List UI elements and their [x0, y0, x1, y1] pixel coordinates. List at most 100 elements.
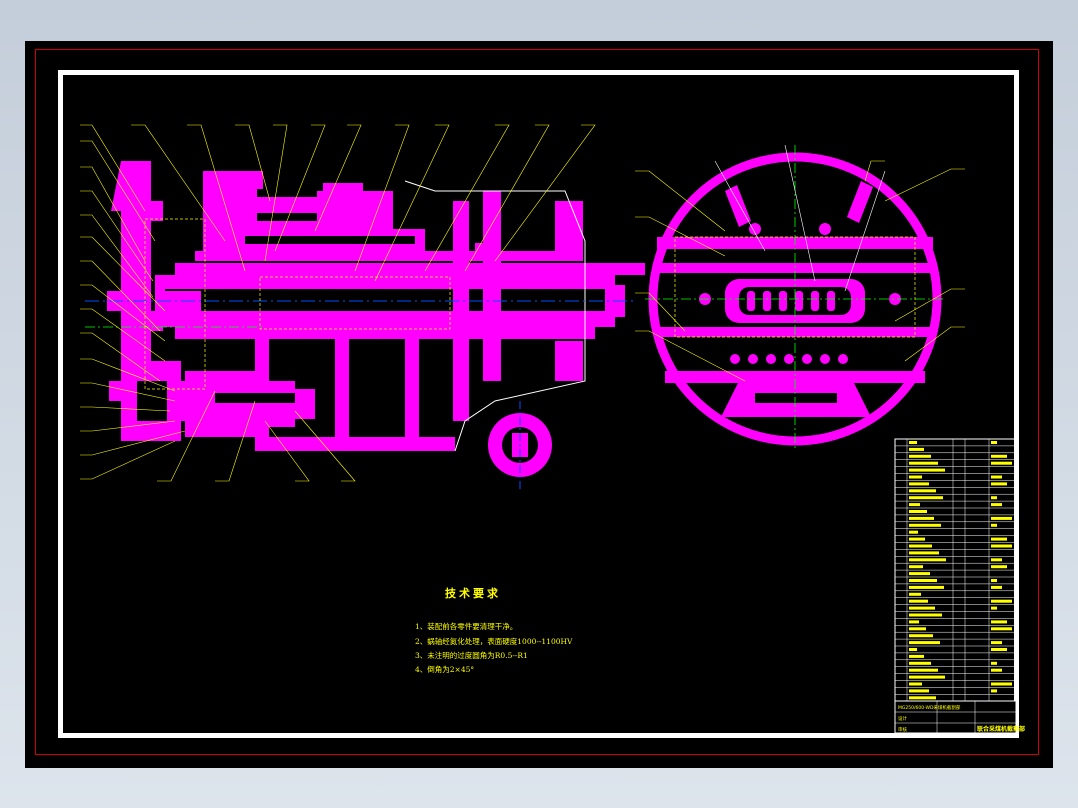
bom-cell-text: [909, 648, 917, 651]
lower-rib-1: [335, 339, 349, 449]
bom-cell-text: [909, 447, 924, 451]
bom-cell-text: [991, 441, 997, 444]
bom-cell-text: [991, 496, 997, 500]
bom-cell-text: [909, 544, 932, 548]
bom-cell-text: [909, 599, 928, 603]
bom-cell-text: [909, 689, 929, 693]
lower-gear-slot: [215, 393, 295, 403]
main-housing-top: [195, 243, 575, 261]
bom-cell-text: [909, 682, 922, 686]
bom-cell-text: [991, 689, 997, 693]
bom-cell-text: [909, 503, 920, 507]
bom-cell-text: [991, 461, 1012, 465]
bom-cell-text: [991, 537, 1007, 541]
lower-gear-housing: [185, 371, 315, 437]
bom-cell-text: [909, 668, 938, 672]
bom-cell-text: [909, 482, 929, 486]
bom-cell-text: [909, 565, 923, 569]
bom-cell-text: [909, 523, 941, 527]
lower-rib-2: [405, 339, 419, 449]
bom-cell-text: [991, 668, 1002, 672]
tech-requirement-item: 2、蜗轴经氮化处理，表面硬度1000--1100HV: [415, 636, 573, 646]
section-view: [85, 161, 645, 491]
bom-cell-text: [909, 585, 944, 589]
bom-cell-text: [909, 496, 943, 500]
bom-cell-text: [909, 516, 934, 520]
lower-rib-base: [255, 437, 455, 451]
drawing-sheet: 技术要求 1、装配前各零件要清理干净。 2、蜗轴经氮化处理，表面硬度1000--…: [25, 41, 1053, 768]
bom-cell-text: [909, 620, 919, 624]
bom-cell-text: [991, 620, 1007, 624]
bom-cell-text: [991, 661, 997, 665]
tech-requirements-title: 技术要求: [445, 586, 501, 600]
bom-cell-text: [909, 627, 926, 631]
upper-bolt-slot-2: [257, 213, 317, 221]
outer-red-border: [35, 49, 1039, 755]
bom-cell-text: [991, 523, 997, 527]
bom-cell-text: [909, 661, 931, 665]
bom-cell-text: [909, 634, 933, 638]
bom-cell-text: [909, 592, 921, 596]
bom-cell-text: [909, 579, 937, 582]
leader-lines-right: [635, 160, 965, 382]
cad-drawing: 技术要求 1、装配前各零件要清理干净。 2、蜗轴经氮化处理，表面硬度1000--…: [80, 124, 1025, 734]
right-flange-3: [555, 201, 583, 261]
housing-inner-void: [137, 381, 167, 421]
hidden-outline-2: [144, 218, 206, 390]
end-view-bottom-boss-slot: [755, 393, 837, 403]
tech-requirement-item: 3、未注明的过度圆角为R0.5--R1: [415, 650, 528, 660]
bom-cell-text: [909, 551, 939, 555]
bom-cell-text: [991, 565, 1007, 569]
bom-cell-text: [909, 558, 946, 562]
housing-outline: [404, 180, 586, 452]
right-flange-1: [453, 201, 469, 421]
bom-cell-text: [909, 441, 917, 444]
bom-cell-text: [909, 489, 936, 493]
intermediate-shaft-core: [245, 236, 415, 244]
bom-cell-text: [909, 468, 945, 472]
right-flange-2: [483, 191, 501, 381]
upper-bolt-slot: [257, 189, 317, 197]
bom-cell-text: [909, 572, 930, 576]
bom-cell-text: [909, 461, 938, 465]
bom-cell-text: [991, 648, 1007, 651]
bom-cell-text: [909, 537, 925, 541]
end-view-lug-left: [725, 185, 751, 227]
inner-white-border: [58, 70, 1019, 738]
bom-table: MG250/600-WD采煤机截割部 设计 审核 联合采煤机截割部: [894, 438, 1025, 734]
title-block-line3: 审核: [898, 726, 907, 733]
bom-cell-text: [991, 516, 1012, 520]
title-block: [894, 700, 1017, 734]
title-block-line2: 设计: [898, 715, 907, 722]
tech-requirement-item: 1、装配前各零件要清理干净。: [415, 621, 517, 631]
bom-cell-text: [909, 454, 931, 458]
right-flange-4: [555, 341, 583, 381]
bom-cell-text: [909, 654, 924, 658]
bom-cell-text: [909, 675, 945, 679]
white-leaders: [714, 144, 886, 292]
bom-cell-text: [991, 503, 1002, 507]
bom-cell-text: [991, 682, 1012, 686]
end-view-hidden-box: [674, 236, 916, 338]
bom-cell-text: [991, 558, 1002, 562]
bom-cell-text: [991, 627, 1012, 631]
bom-cell-text: [909, 475, 922, 479]
bom-cell-text: [909, 641, 940, 645]
main-housing-upper-wall: [175, 263, 645, 275]
bom-cell-text: [909, 696, 936, 700]
hidden-outline-1: [259, 276, 451, 330]
bom-cell-text: [909, 510, 927, 513]
bom-cell-text: [991, 482, 1007, 486]
bom-cell-text: [909, 613, 942, 617]
bom-cell-text: [991, 544, 1012, 548]
bom-cell-text: [991, 599, 1012, 603]
tech-requirement-item: 4、倒角为2×45°: [415, 664, 474, 674]
end-view: [645, 145, 945, 451]
bom-cell-text: [991, 606, 997, 610]
title-block-line1: MG250/600-WD采煤机截割部: [898, 704, 961, 711]
bom-cell-text: [991, 454, 1007, 458]
bom-cell-text: [909, 606, 935, 610]
bom-cell-text: [991, 585, 1002, 589]
bom-cell-text: [991, 475, 1002, 479]
leader-lines-left: [80, 124, 596, 482]
